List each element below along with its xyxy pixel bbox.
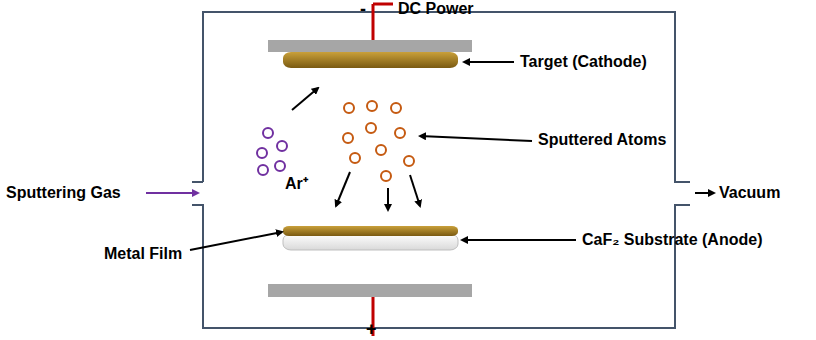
target-holder bbox=[268, 40, 472, 52]
polarity-sign: + bbox=[366, 320, 377, 338]
argon-ions bbox=[257, 128, 287, 175]
part-label: Target (Cathode) bbox=[520, 53, 647, 71]
part-label: Metal Film bbox=[104, 245, 182, 263]
part-label: Sputtered Atoms bbox=[538, 131, 666, 149]
gas-inlet-arrow bbox=[146, 192, 198, 194]
leader-arrows bbox=[190, 62, 714, 250]
power-label: DC Power bbox=[398, 0, 474, 18]
ion-label: Ar⁺ bbox=[285, 175, 308, 193]
part-label: Sputtering Gas bbox=[6, 184, 121, 202]
metal-film bbox=[283, 226, 458, 236]
cathode-wire bbox=[373, 4, 393, 40]
sputtered-atoms bbox=[343, 101, 414, 181]
part-label: Vacuum bbox=[719, 184, 780, 202]
chamber-wall bbox=[192, 12, 690, 328]
target bbox=[283, 52, 458, 68]
substrate-holder bbox=[268, 284, 472, 297]
polarity-sign: - bbox=[360, 0, 366, 18]
part-label: CaF₂ Substrate (Anode) bbox=[582, 231, 762, 249]
motion-arrows bbox=[292, 88, 420, 210]
caf2-substrate bbox=[283, 234, 458, 250]
